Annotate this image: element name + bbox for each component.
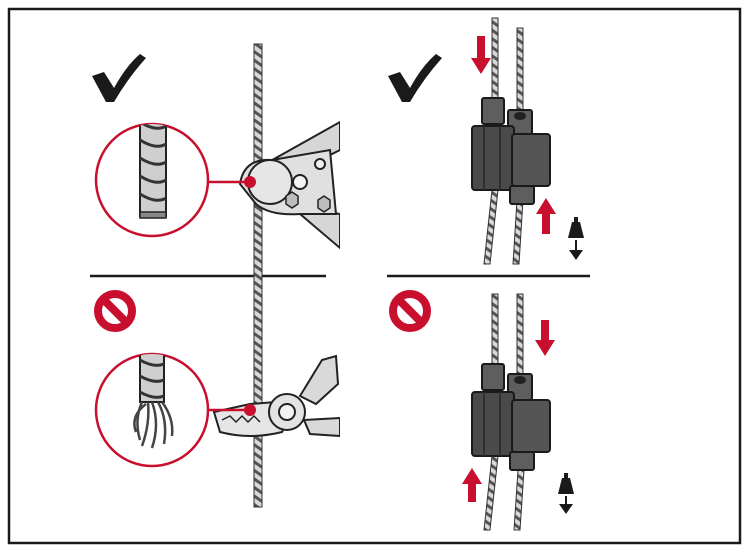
- clean-cable-end-icon: [139, 124, 167, 219]
- cable-cutter-icon: [238, 120, 340, 250]
- arrow-down-icon: [535, 320, 555, 356]
- arrow-up-icon: [536, 198, 556, 234]
- check-icon: [388, 54, 442, 102]
- arrow-down-icon: [471, 36, 491, 74]
- prohibited-icon: [94, 290, 136, 332]
- arrow-up-icon: [462, 468, 482, 502]
- prohibited-icon: [389, 290, 431, 332]
- weight-icon: [558, 473, 574, 514]
- frame: [7, 7, 742, 545]
- weight-icon: [568, 217, 584, 260]
- cable-gripper-top: [471, 97, 551, 205]
- cable-gripper-bottom: [471, 363, 551, 471]
- check-icon: [92, 54, 146, 102]
- pliers-icon: [212, 354, 340, 438]
- detail-callout-top: [94, 122, 256, 238]
- cable-vertical-left: [253, 43, 263, 508]
- detail-callout-bottom: [94, 352, 256, 468]
- frayed-cable-end-icon: [133, 354, 174, 449]
